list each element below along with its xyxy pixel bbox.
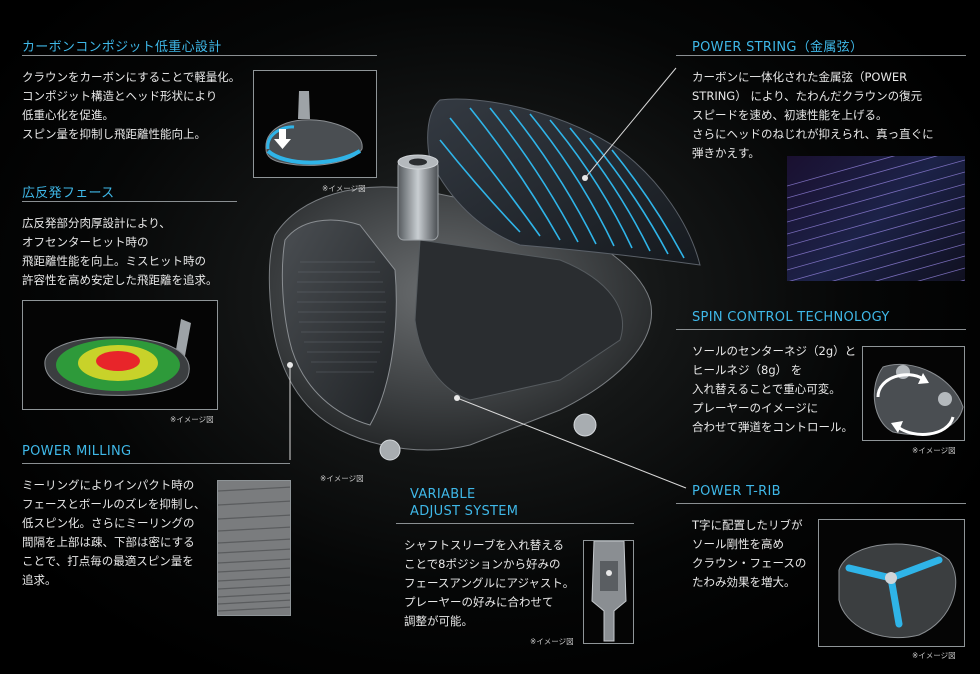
trib-rule [676, 503, 966, 504]
trib-image-frame [818, 519, 965, 647]
face-rule [22, 201, 237, 202]
string-rule [676, 55, 966, 56]
face-heatmap-frame [22, 300, 218, 410]
face-heatmap-illustration [44, 319, 191, 396]
callout-lines [289, 67, 687, 489]
carbon-head-cutaway [265, 91, 363, 166]
sleeve-illustration [591, 541, 627, 642]
spin-title: SPIN CONTROL TECHNOLOGY [692, 310, 890, 325]
club-face [281, 219, 397, 426]
down-arrow-icon [274, 129, 291, 149]
milling-texture [218, 486, 290, 612]
rotate-arrows-icon [876, 373, 955, 436]
carbon-body: クラウンをカーボンにすることで軽量化。コンポジット構造とヘッド形状により低重心化… [22, 70, 241, 141]
milling-body: ミーリングによりインパクト時のフェースとボールのズレを抑制し、低スピン化。さらに… [22, 478, 206, 587]
carbon-title: カーボンコンポジット低重心設計 [22, 40, 222, 55]
face-image-note: ※イメージ図 [170, 415, 214, 424]
trib-illustration [838, 543, 957, 639]
hosel-sleeve [397, 159, 439, 241]
spin-illustration [873, 363, 964, 436]
spin-rule [676, 329, 966, 330]
variable-body: シャフトスリーブを入れ替えることで8ポジションから好みのフェースアングルにアジャ… [404, 538, 575, 628]
face-milling-lines [297, 261, 386, 373]
variable-rule [396, 523, 634, 524]
sole-screw-heel [573, 413, 597, 437]
trib-image-note: ※イメージ図 [912, 651, 956, 660]
face-title: 広反発フェース [22, 186, 115, 201]
string-texture [787, 156, 965, 281]
milling-title: POWER MILLING [22, 444, 132, 459]
spin-image-frame [862, 346, 965, 441]
power-string-lines [439, 107, 685, 259]
trib-title: POWER T-RIB [692, 484, 781, 499]
sleeve-image-frame [583, 540, 634, 644]
milling-rule [22, 463, 290, 464]
trib-body: T字に配置したリブがソール剛性を高めクラウン・フェースのたわみ効果を増大。 [692, 518, 807, 589]
milling-texture-frame [217, 480, 291, 616]
variable-image-note: ※イメージ図 [530, 637, 574, 646]
center-image-note: ※イメージ図 [320, 474, 364, 483]
carbon-rule [22, 55, 377, 56]
spin-body: ソールのセンターネジ（2g）とヒールネジ（8g） を入れ替えることで重心可変。プ… [692, 344, 857, 434]
string-texture-frame [787, 156, 965, 281]
carbon-image-note: ※イメージ図 [322, 184, 366, 193]
sole-screw-center [379, 439, 401, 461]
spin-image-note: ※イメージ図 [912, 446, 956, 455]
string-title: POWER STRING（金属弦） [692, 40, 864, 55]
sole-interior [414, 239, 623, 401]
face-body: 広反発部分肉厚設計により、オフセンターヒット時の飛距離性能を向上。ミスヒット時の… [22, 216, 218, 287]
carbon-image-frame [253, 70, 377, 178]
